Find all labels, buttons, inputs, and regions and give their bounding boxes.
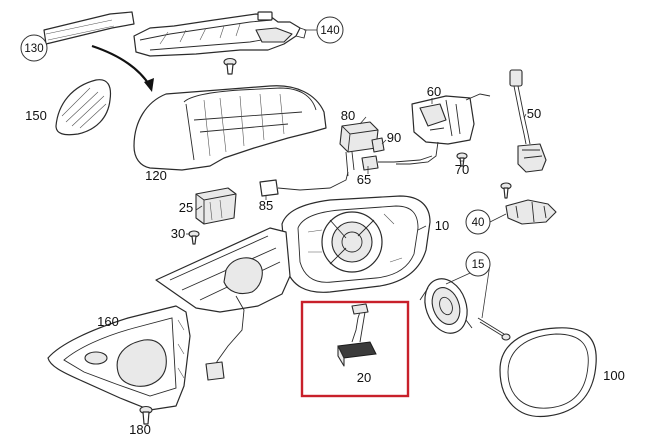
callout-50: 50 bbox=[527, 106, 541, 121]
part-20-heating-connector bbox=[337, 303, 377, 367]
part-160-base-cover bbox=[47, 305, 191, 411]
part-80-control-module bbox=[339, 121, 379, 177]
callout-15: 15 bbox=[465, 251, 491, 277]
callout-180: 180 bbox=[129, 422, 151, 436]
part-140-screw bbox=[223, 57, 237, 75]
part-30-screw bbox=[188, 230, 200, 245]
part-120-mirror-cover bbox=[133, 85, 327, 171]
part-15-adjust-motor bbox=[419, 278, 473, 334]
callout-120: 120 bbox=[145, 168, 167, 183]
part-40-screw bbox=[500, 182, 512, 199]
callout-90: 90 bbox=[387, 130, 401, 145]
part-90-clip bbox=[371, 137, 385, 153]
part-25-switch-block bbox=[195, 187, 237, 225]
highlight-box-part-20 bbox=[300, 300, 410, 398]
callout-25: 25 bbox=[179, 200, 193, 215]
callout-140: 140 bbox=[316, 16, 344, 44]
callout-70: 70 bbox=[455, 162, 469, 177]
part-65-connector bbox=[361, 155, 433, 171]
callout-65: 65 bbox=[357, 172, 371, 187]
part-40-bracket bbox=[505, 199, 557, 225]
svg-text:130: 130 bbox=[24, 43, 43, 55]
part-60-folding-motor bbox=[396, 93, 491, 165]
callout-10: 10 bbox=[435, 218, 449, 233]
callout-80: 80 bbox=[341, 108, 355, 123]
callout-20: 20 bbox=[357, 370, 371, 385]
callout-40: 40 bbox=[465, 209, 491, 235]
svg-text:40: 40 bbox=[472, 217, 485, 229]
mirror-base-bracket bbox=[155, 227, 291, 381]
part-130-trim-strip bbox=[43, 11, 135, 45]
callout-130: 130 bbox=[20, 34, 48, 62]
assembly-direction-arrow bbox=[91, 44, 154, 92]
part-150-blind-spot-lens bbox=[55, 79, 112, 136]
part-50-cable-harness bbox=[509, 69, 547, 173]
part-100-mirror-glass bbox=[499, 327, 597, 418]
svg-text:140: 140 bbox=[320, 25, 339, 37]
svg-text:15: 15 bbox=[472, 259, 485, 271]
callout-30: 30 bbox=[171, 226, 185, 241]
part-10-mirror-housing bbox=[281, 195, 431, 293]
callout-160: 160 bbox=[97, 314, 119, 329]
callout-100: 100 bbox=[603, 368, 625, 383]
callout-85: 85 bbox=[259, 198, 273, 213]
part-140-turn-signal bbox=[133, 11, 307, 57]
callout-60: 60 bbox=[427, 84, 441, 99]
part-15-screw bbox=[477, 317, 511, 341]
part-85-connector bbox=[259, 171, 349, 197]
callout-150: 150 bbox=[25, 108, 47, 123]
part-180-screw bbox=[139, 405, 153, 425]
